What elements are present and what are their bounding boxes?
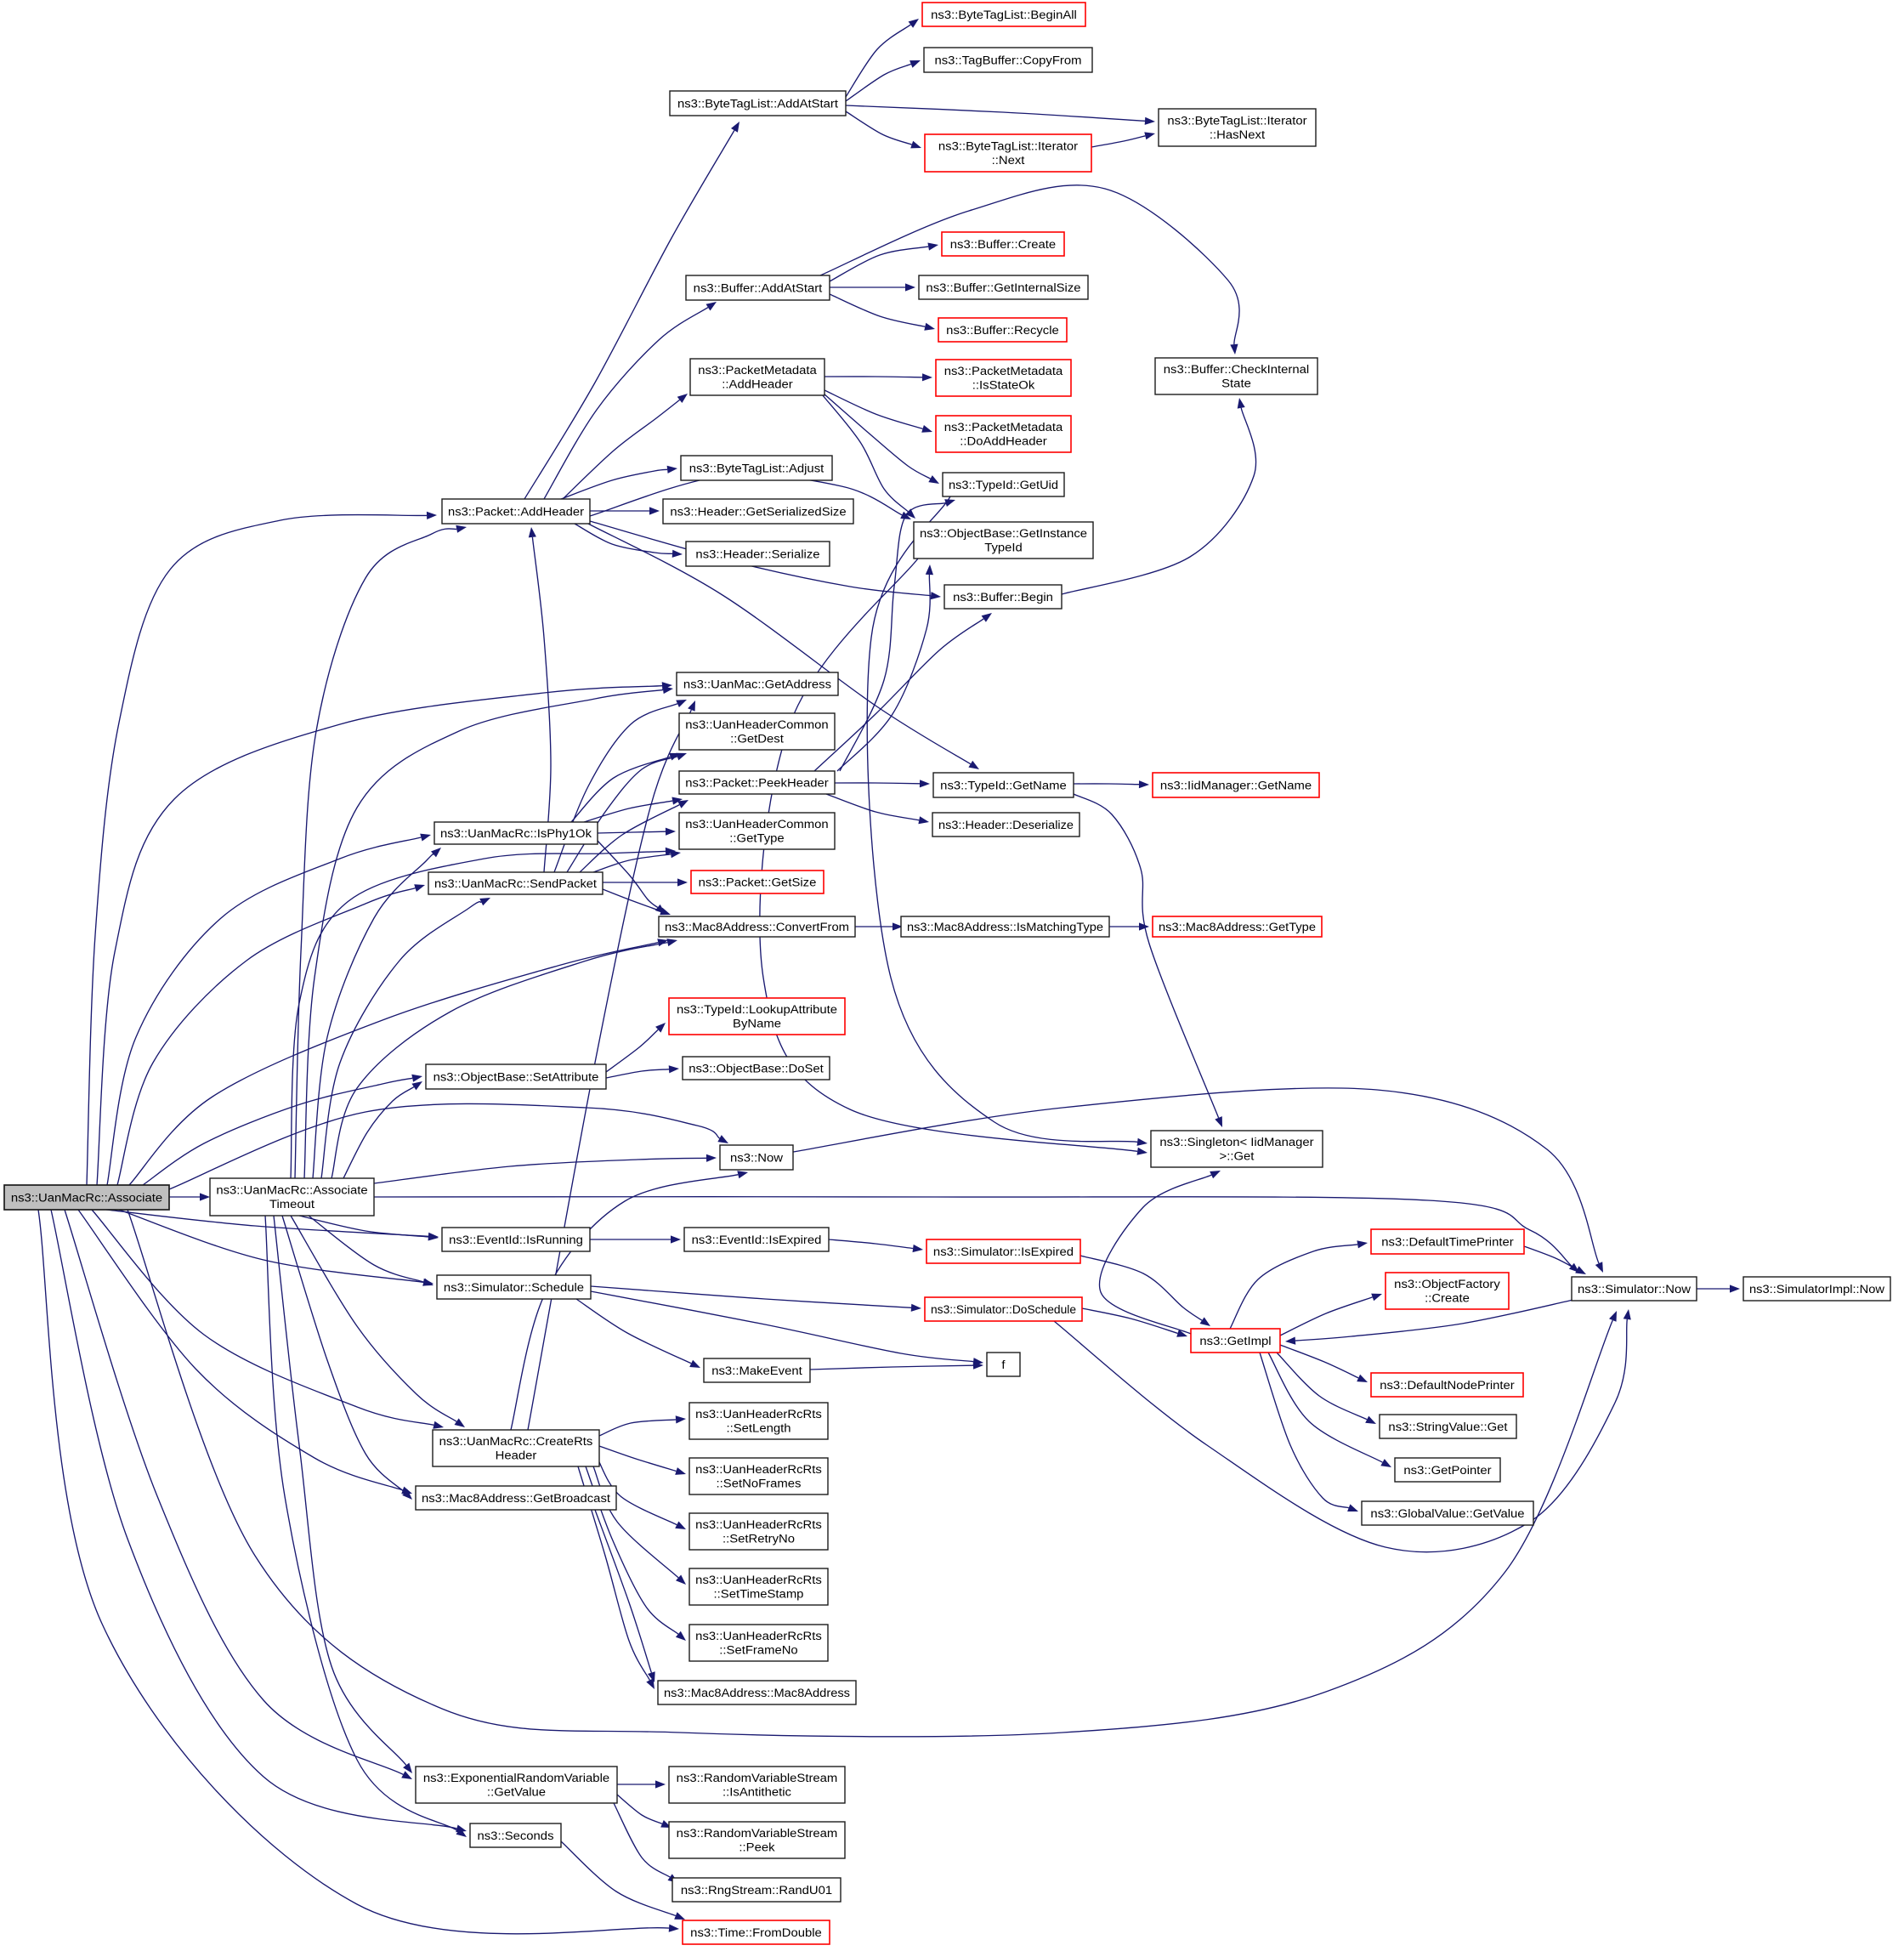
svg-text:ns3::GlobalValue::GetValue: ns3::GlobalValue::GetValue	[1370, 1507, 1524, 1520]
svg-text:ns3::UanMac::GetAddress: ns3::UanMac::GetAddress	[683, 678, 831, 690]
svg-text:Timeout: Timeout	[269, 1198, 314, 1211]
svg-text:ns3::UanMacRc::IsPhy1Ok: ns3::UanMacRc::IsPhy1Ok	[440, 827, 592, 840]
svg-text:::AddHeader: ::AddHeader	[722, 378, 793, 391]
svg-text:ns3::Seconds: ns3::Seconds	[478, 1829, 554, 1842]
svg-text:>::Get: >::Get	[1220, 1150, 1255, 1163]
svg-text:ns3::Buffer::GetInternalSize: ns3::Buffer::GetInternalSize	[926, 281, 1080, 294]
svg-text:ns3::Time::FromDouble: ns3::Time::FromDouble	[690, 1926, 822, 1939]
svg-text:Header: Header	[496, 1449, 537, 1462]
svg-text:ns3::UanMacRc::Associate: ns3::UanMacRc::Associate	[216, 1184, 367, 1197]
svg-text:ns3::UanHeaderCommon: ns3::UanHeaderCommon	[685, 818, 828, 831]
svg-text:ns3::TypeId::LookupAttribute: ns3::TypeId::LookupAttribute	[677, 1003, 837, 1016]
svg-text:::GetValue: ::GetValue	[487, 1786, 546, 1799]
svg-text:ns3::Simulator::DoSchedule: ns3::Simulator::DoSchedule	[931, 1303, 1076, 1316]
svg-text:ns3::Mac8Address::GetType: ns3::Mac8Address::GetType	[1159, 921, 1316, 933]
svg-text:ns3::ObjectBase::GetInstance: ns3::ObjectBase::GetInstance	[920, 527, 1087, 540]
svg-text:ns3::ObjectBase::DoSet: ns3::ObjectBase::DoSet	[688, 1062, 824, 1075]
svg-text:::SetNoFrames: ::SetNoFrames	[717, 1477, 802, 1490]
svg-text:ns3::Buffer::Create: ns3::Buffer::Create	[950, 238, 1056, 251]
svg-text:ns3::EventId::IsExpired: ns3::EventId::IsExpired	[692, 1234, 822, 1246]
svg-text:::SetTimeStamp: ::SetTimeStamp	[714, 1588, 804, 1601]
svg-text:ns3::TypeId::GetName: ns3::TypeId::GetName	[940, 779, 1067, 791]
svg-text:ns3::EventId::IsRunning: ns3::EventId::IsRunning	[449, 1234, 583, 1246]
svg-text:State: State	[1221, 377, 1251, 390]
svg-text:ns3::UanMacRc::CreateRts: ns3::UanMacRc::CreateRts	[439, 1435, 593, 1448]
svg-text:ns3::Buffer::Begin: ns3::Buffer::Begin	[953, 591, 1053, 604]
svg-text:ns3::ByteTagList::BeginAll: ns3::ByteTagList::BeginAll	[931, 9, 1077, 21]
svg-text:ns3::Packet::GetSize: ns3::Packet::GetSize	[699, 876, 817, 888]
svg-text:ns3::GetPointer: ns3::GetPointer	[1403, 1464, 1492, 1477]
svg-text:ns3::RngStream::RandU01: ns3::RngStream::RandU01	[681, 1884, 832, 1897]
svg-text:::SetFrameNo: ::SetFrameNo	[719, 1644, 797, 1657]
svg-text:ns3::Mac8Address::GetBroadcast: ns3::Mac8Address::GetBroadcast	[422, 1492, 610, 1505]
svg-text:::Peek: ::Peek	[739, 1841, 774, 1854]
svg-text:ns3::StringValue::Get: ns3::StringValue::Get	[1388, 1421, 1507, 1433]
svg-text:::IsStateOk: ::IsStateOk	[972, 379, 1035, 392]
svg-text:ns3::TypeId::GetUid: ns3::TypeId::GetUid	[949, 479, 1058, 491]
svg-text:ns3::PacketMetadata: ns3::PacketMetadata	[698, 364, 817, 377]
svg-text:ns3::ByteTagList::Adjust: ns3::ByteTagList::Adjust	[689, 462, 824, 474]
svg-text:ns3::UanHeaderRcRts: ns3::UanHeaderRcRts	[695, 1408, 822, 1421]
svg-text:::GetType: ::GetType	[729, 832, 784, 845]
svg-text:TypeId: TypeId	[984, 542, 1023, 554]
svg-text:::SetRetryNo: ::SetRetryNo	[722, 1533, 795, 1545]
svg-text:ns3::UanMacRc::SendPacket: ns3::UanMacRc::SendPacket	[434, 877, 597, 890]
svg-text:::SetLength: ::SetLength	[727, 1422, 791, 1435]
svg-text:ns3::UanHeaderRcRts: ns3::UanHeaderRcRts	[695, 1463, 822, 1476]
svg-text:ns3::MakeEvent: ns3::MakeEvent	[711, 1364, 802, 1377]
svg-text:ns3::RandomVariableStream: ns3::RandomVariableStream	[677, 1772, 838, 1784]
svg-text:ns3::ByteTagList::Iterator: ns3::ByteTagList::Iterator	[938, 140, 1079, 153]
svg-text:ns3::Now: ns3::Now	[730, 1151, 783, 1164]
svg-text:ns3::SimulatorImpl::Now: ns3::SimulatorImpl::Now	[1749, 1283, 1884, 1296]
svg-text:ns3::Buffer::CheckInternal: ns3::Buffer::CheckInternal	[1164, 363, 1309, 376]
svg-text:ns3::UanHeaderRcRts: ns3::UanHeaderRcRts	[695, 1574, 822, 1586]
svg-text:ns3::Packet::AddHeader: ns3::Packet::AddHeader	[448, 505, 585, 518]
svg-text:ns3::Header::Serialize: ns3::Header::Serialize	[695, 547, 819, 560]
svg-text:ns3::UanHeaderRcRts: ns3::UanHeaderRcRts	[695, 1630, 822, 1642]
svg-text:ns3::ExponentialRandomVariable: ns3::ExponentialRandomVariable	[423, 1772, 609, 1784]
svg-text:ns3::UanHeaderCommon: ns3::UanHeaderCommon	[685, 718, 828, 731]
svg-text:ns3::DefaultNodePrinter: ns3::DefaultNodePrinter	[1380, 1379, 1515, 1392]
svg-text:ns3::Simulator::Now: ns3::Simulator::Now	[1578, 1283, 1691, 1296]
svg-text:ns3::UanMacRc::Associate: ns3::UanMacRc::Associate	[11, 1191, 162, 1204]
svg-text:ns3::Simulator::Schedule: ns3::Simulator::Schedule	[444, 1281, 584, 1294]
svg-text:ns3::DefaultTimePrinter: ns3::DefaultTimePrinter	[1381, 1235, 1514, 1248]
svg-text:ns3::Packet::PeekHeader: ns3::Packet::PeekHeader	[685, 776, 829, 789]
svg-text:ns3::RandomVariableStream: ns3::RandomVariableStream	[677, 1827, 838, 1840]
svg-text:ns3::IidManager::GetName: ns3::IidManager::GetName	[1160, 779, 1312, 791]
svg-text:ns3::ObjectBase::SetAttribute: ns3::ObjectBase::SetAttribute	[434, 1070, 599, 1083]
svg-text:::Create: ::Create	[1425, 1292, 1470, 1305]
svg-text:ns3::Mac8Address::IsMatchingTy: ns3::Mac8Address::IsMatchingType	[907, 921, 1103, 933]
svg-text:ns3::Mac8Address::Mac8Address: ns3::Mac8Address::Mac8Address	[664, 1687, 850, 1699]
svg-text:ns3::TagBuffer::CopyFrom: ns3::TagBuffer::CopyFrom	[935, 54, 1082, 66]
svg-text:ns3::Header::Deserialize: ns3::Header::Deserialize	[938, 819, 1074, 831]
svg-text:ns3::ObjectFactory: ns3::ObjectFactory	[1394, 1278, 1500, 1290]
svg-text:ns3::Header::GetSerializedSize: ns3::Header::GetSerializedSize	[670, 505, 846, 518]
svg-text:::HasNext: ::HasNext	[1210, 128, 1265, 141]
svg-text:::GetDest: ::GetDest	[730, 733, 784, 746]
svg-text:ns3::Simulator::IsExpired: ns3::Simulator::IsExpired	[933, 1245, 1074, 1258]
svg-text:::Next: ::Next	[992, 154, 1025, 167]
svg-text:ns3::Buffer::Recycle: ns3::Buffer::Recycle	[946, 324, 1059, 337]
svg-text:ns3::PacketMetadata: ns3::PacketMetadata	[944, 421, 1063, 434]
svg-text:::DoAddHeader: ::DoAddHeader	[960, 435, 1047, 448]
svg-text:ByName: ByName	[733, 1018, 781, 1030]
svg-text:ns3::ByteTagList::Iterator: ns3::ByteTagList::Iterator	[1167, 115, 1307, 128]
svg-text:ns3::GetImpl: ns3::GetImpl	[1199, 1335, 1271, 1347]
svg-text:ns3::UanHeaderRcRts: ns3::UanHeaderRcRts	[695, 1518, 822, 1531]
svg-text:ns3::PacketMetadata: ns3::PacketMetadata	[944, 365, 1063, 377]
svg-text:ns3::ByteTagList::AddAtStart: ns3::ByteTagList::AddAtStart	[677, 97, 838, 110]
svg-text:ns3::Mac8Address::ConvertFrom: ns3::Mac8Address::ConvertFrom	[665, 921, 849, 933]
svg-text:ns3::Buffer::AddAtStart: ns3::Buffer::AddAtStart	[694, 281, 823, 294]
svg-text:ns3::Singleton< IidManager: ns3::Singleton< IidManager	[1159, 1136, 1314, 1148]
svg-text:f: f	[1001, 1358, 1005, 1371]
svg-text:::IsAntithetic: ::IsAntithetic	[722, 1786, 791, 1799]
